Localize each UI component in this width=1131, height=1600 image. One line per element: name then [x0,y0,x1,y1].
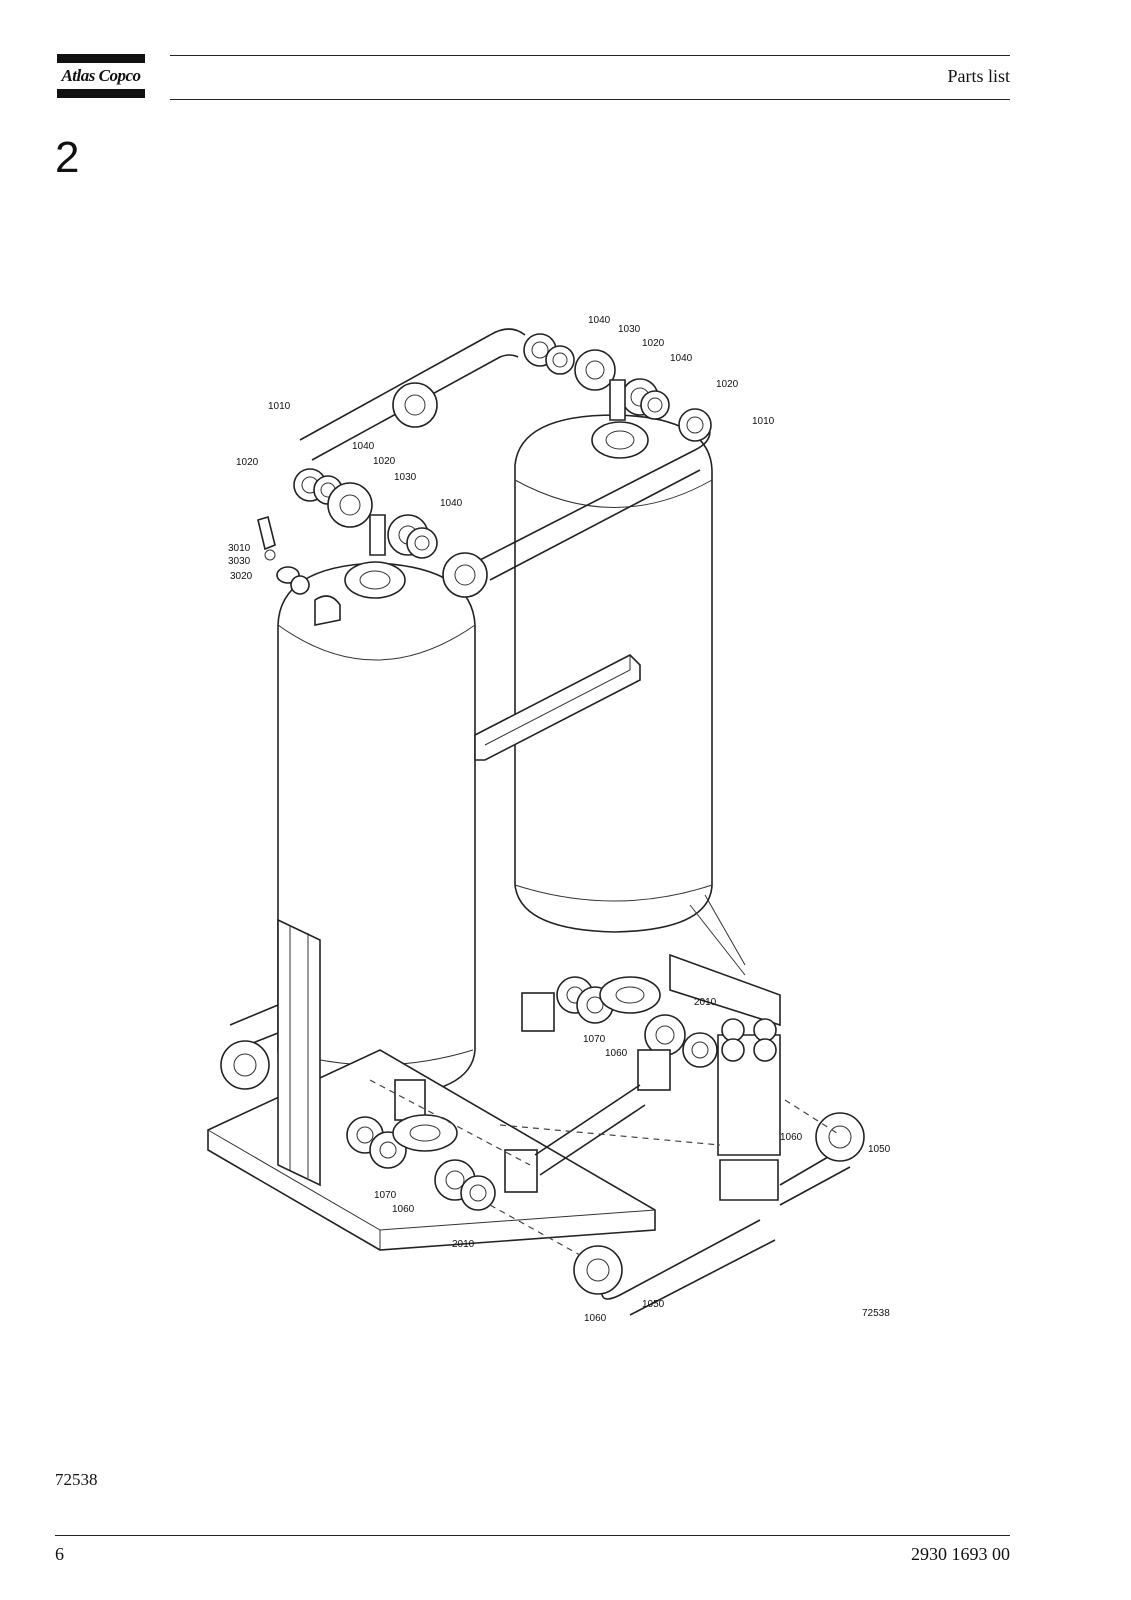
callout: 1060 [605,1048,628,1059]
callout: 2010 [452,1239,475,1250]
callout: 1020 [642,338,665,349]
logo-bar-bottom [57,89,145,98]
callout: 1050 [868,1144,891,1155]
callout: 1030 [394,472,417,483]
callout: 1060 [392,1204,415,1215]
upper-pipe-left [299,328,526,441]
parts-drawing: 1040 1030 1020 1040 1020 1010 1010 1020 … [200,305,920,1365]
callout: 3030 [228,556,251,567]
parts-drawing-svg: 1040 1030 1020 1040 1020 1010 1010 1020 … [207,315,891,1324]
document-number: 2930 1693 00 [911,1544,1010,1564]
callout: 3020 [230,571,253,582]
logo-bar-top [57,54,145,63]
callout: 1040 [352,441,375,452]
callout: 1040 [440,498,463,509]
callout: 1070 [374,1190,397,1201]
chapter-number: 2 [55,133,80,182]
lower-valves [346,976,718,1211]
header-rule-bottom [170,99,1010,100]
callout-labels: 1040 1030 1020 1040 1020 1010 1010 1020 … [228,315,891,1324]
callout: 1050 [642,1299,665,1310]
footer-rule [55,1535,1010,1536]
filter-housing [717,1018,781,1201]
callout: 1010 [752,416,775,427]
left-leg [277,918,321,1187]
callout: 1020 [373,456,396,467]
page-number: 6 [55,1544,64,1564]
left-vessel-fitting [314,595,341,626]
callout: 1040 [670,353,693,364]
callout: 1010 [268,401,291,412]
callout: 1030 [618,324,641,335]
callout: 3010 [228,543,251,554]
brand-logo: Atlas Copco [57,54,145,98]
callout: 1020 [716,379,739,390]
callout: 2010 [694,997,717,1008]
callout: 1020 [236,457,259,468]
header-title: Parts list [947,66,1010,86]
callout: 72538 [862,1308,890,1319]
callout: 1070 [583,1034,606,1045]
callout: 1060 [780,1132,803,1143]
header-rule-top [170,55,1010,56]
logo-wordmark: Atlas Copco [61,66,141,85]
upper-flanges [293,333,712,599]
figure-reference: 72538 [55,1470,98,1489]
callout: 1060 [584,1313,607,1324]
callout: 1040 [588,315,611,326]
